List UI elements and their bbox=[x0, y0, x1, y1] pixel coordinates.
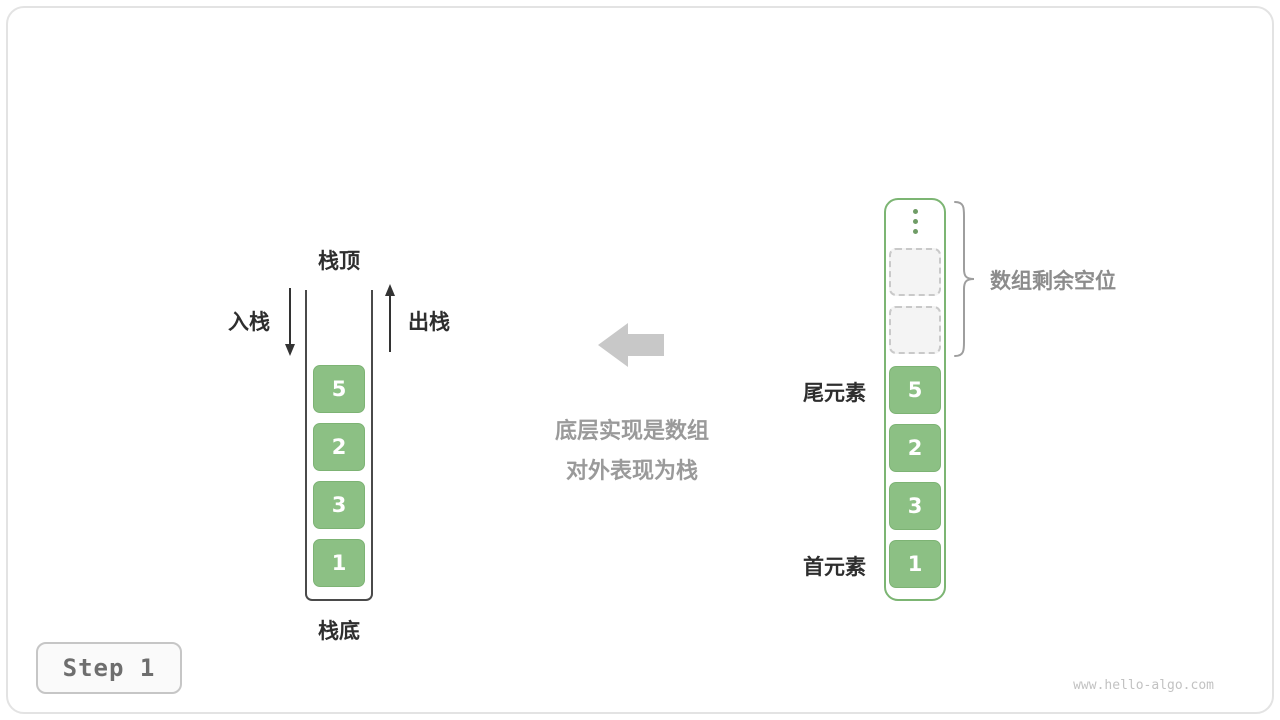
caption-line-2: 对外表现为栈 bbox=[565, 459, 698, 484]
tail-element-label: 尾元素 bbox=[803, 381, 866, 405]
array-cell: 5 bbox=[889, 366, 941, 414]
watermark-text: www.hello-algo.com bbox=[1073, 678, 1214, 693]
caption-line-1: 底层实现是数组 bbox=[554, 419, 709, 444]
stack-cell: 3 bbox=[313, 481, 365, 529]
figure-caption: 底层实现是数组 对外表现为栈 bbox=[490, 412, 774, 492]
stack-top-label: 栈顶 bbox=[318, 249, 360, 273]
push-label: 入栈 bbox=[228, 310, 270, 334]
pop-label: 出栈 bbox=[408, 310, 450, 334]
stack-cell: 5 bbox=[313, 365, 365, 413]
stack-bottom-label: 栈底 bbox=[318, 619, 360, 643]
step-badge: Step 1 bbox=[36, 642, 182, 694]
push-down-arrow-icon bbox=[285, 288, 295, 356]
array-cell: 2 bbox=[889, 424, 941, 472]
array-empty-slot bbox=[889, 306, 941, 354]
stack-cell: 1 bbox=[313, 539, 365, 587]
step-badge-label: Step 1 bbox=[62, 654, 156, 682]
left-block-arrow-icon bbox=[598, 323, 664, 367]
array-cell: 3 bbox=[889, 482, 941, 530]
array-cell: 1 bbox=[889, 540, 941, 588]
ellipsis-icon bbox=[889, 206, 941, 236]
head-element-label: 首元素 bbox=[803, 555, 866, 579]
pop-up-arrow-icon bbox=[385, 284, 395, 352]
array-empty-slot bbox=[889, 248, 941, 296]
curly-brace-icon bbox=[954, 201, 975, 357]
figure-card bbox=[6, 6, 1274, 714]
stack-cell: 2 bbox=[313, 423, 365, 471]
remaining-slots-label: 数组剩余空位 bbox=[990, 269, 1116, 293]
